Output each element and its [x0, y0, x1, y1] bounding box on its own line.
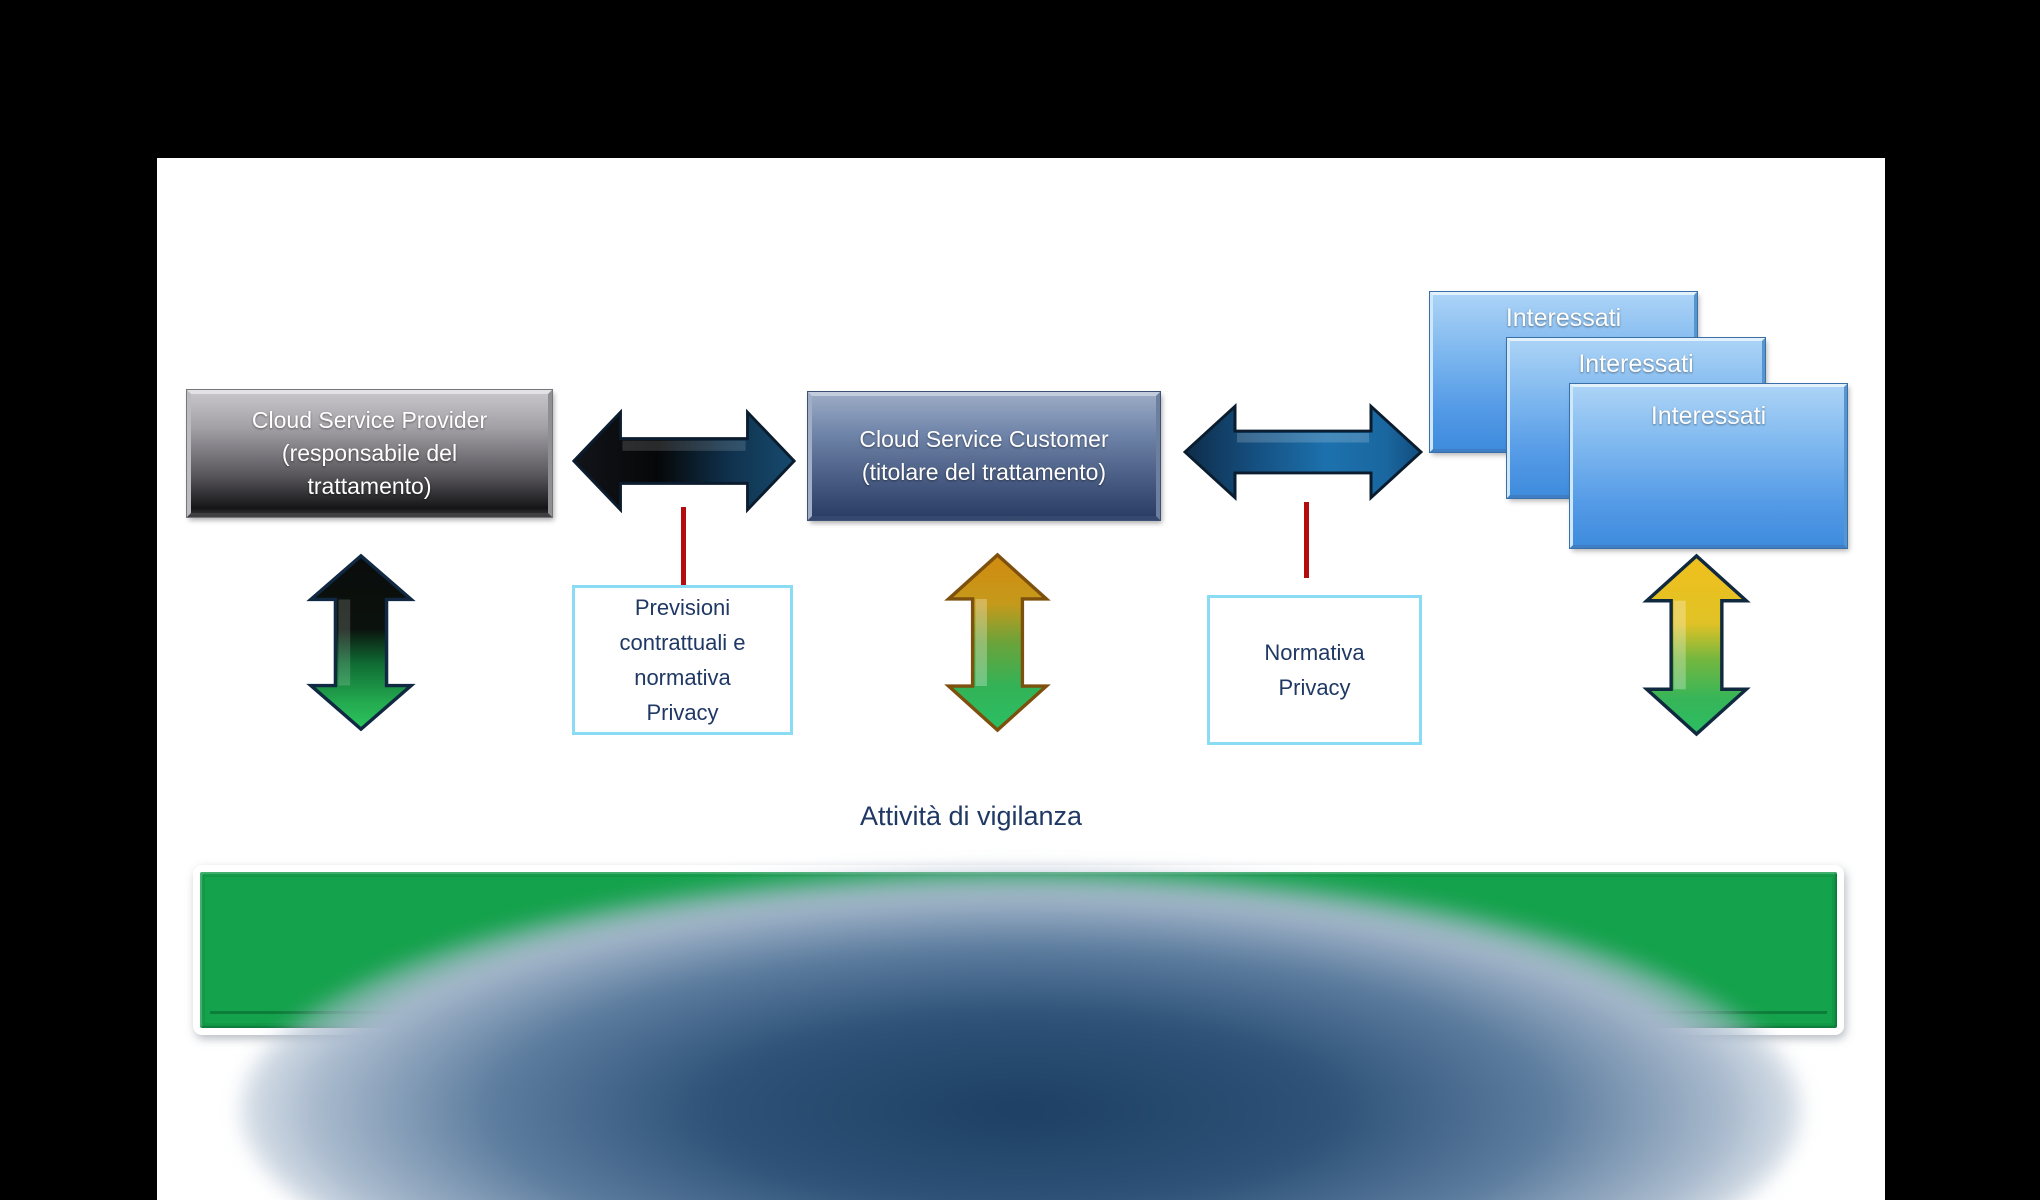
cloud-service-customer-box: Cloud Service Customer (titolare del tra…: [808, 392, 1160, 520]
double-arrow-customer-interessati-icon: [1183, 403, 1423, 501]
interessati-middle-label: Interessati: [1578, 350, 1694, 378]
provider-label-line2: (responsabile del: [281, 440, 458, 466]
previsioni-line3: normativa: [634, 665, 731, 690]
double-arrow-provider-customer-icon: [572, 408, 796, 514]
previsioni-box: Previsioni contrattuali e normativa Priv…: [572, 585, 793, 735]
red-connector-normativa: [1304, 502, 1309, 578]
previsioni-line2: contrattuali e: [619, 630, 746, 655]
previsioni-line4: Privacy: [646, 700, 719, 725]
provider-label-line1: Cloud Service Provider: [251, 407, 488, 433]
vigilanza-label: Attività di vigilanza: [859, 801, 1083, 831]
customer-label-line2: (titolare del trattamento): [861, 459, 1107, 485]
normativa-line1: Normativa: [1264, 640, 1365, 665]
previsioni-line1: Previsioni: [634, 595, 731, 620]
customer-label-line1: Cloud Service Customer: [859, 426, 1109, 452]
vertical-double-arrow-provider-icon: [306, 553, 416, 732]
vertical-double-arrow-customer-icon: [944, 552, 1051, 733]
interessati-back-label: Interessati: [1505, 304, 1622, 332]
slide-canvas: Cloud Service Provider (responsabile del…: [157, 158, 1885, 1200]
normativa-box: Normativa Privacy: [1207, 595, 1422, 745]
provider-label-line3: trattamento): [307, 473, 432, 499]
interessati-front-label: Interessati: [1650, 402, 1767, 430]
vertical-double-arrow-interessati-icon: [1642, 553, 1751, 737]
red-connector-previsioni: [681, 507, 686, 587]
cloud-service-provider-box: Cloud Service Provider (responsabile del…: [187, 390, 552, 517]
normativa-line2: Privacy: [1278, 675, 1351, 700]
interessati-box-front: Interessati: [1570, 384, 1847, 548]
